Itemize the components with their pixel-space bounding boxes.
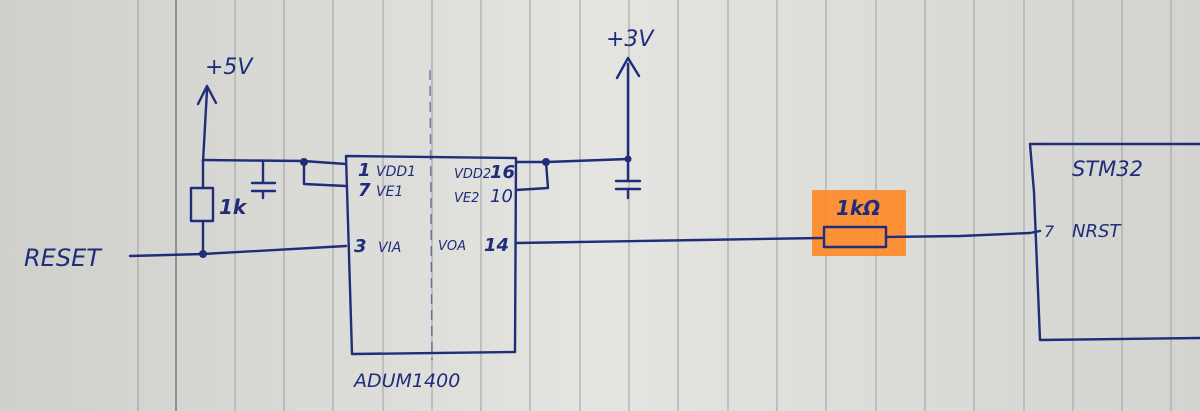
resistor-1k (189, 158, 215, 256)
pin-10-name: VE2 (454, 191, 479, 206)
stm32-pin-name: NRST (1072, 221, 1122, 242)
vplus3-label: +3V (606, 27, 655, 52)
chip-name: ADUM1400 (352, 370, 460, 392)
pin-1-name: VDD1 (376, 164, 416, 180)
voa-wire (514, 236, 824, 245)
ve2-wire (514, 160, 550, 192)
stm32-pin-num: 7 (1044, 222, 1055, 241)
vplus5-rail (196, 84, 218, 164)
resistor-1kohm-label: 1kΩ (836, 196, 880, 220)
vplus3-rail (615, 56, 641, 161)
pin-10-num: 10 (490, 186, 513, 207)
pin-7-num: 7 (358, 180, 371, 201)
pin-1-num: 1 (358, 160, 371, 181)
junction-dot-reset (199, 250, 207, 258)
capacitor-5v (250, 159, 277, 200)
resistor-highlight (812, 190, 906, 256)
pin-3-num: 3 (354, 236, 367, 257)
resistor-1k-label: 1k (219, 195, 248, 219)
pin-16-name: VDD2 (454, 167, 491, 182)
vplus5-label: +5V (205, 55, 254, 80)
pin-16-num: 16 (490, 162, 515, 183)
stm32-chip (1028, 142, 1200, 342)
pin-14-name: VOA (438, 239, 466, 254)
pin-7-name: VE1 (376, 184, 403, 200)
adum1400-chip (344, 69, 518, 361)
pin-3-name: VIA (378, 240, 401, 256)
stm32-title: STM32 (1072, 157, 1143, 181)
reset-label: RESET (24, 244, 103, 272)
capacitor-3v (614, 157, 642, 200)
ve1-wire (302, 160, 348, 188)
pin-14-num: 14 (484, 235, 509, 256)
